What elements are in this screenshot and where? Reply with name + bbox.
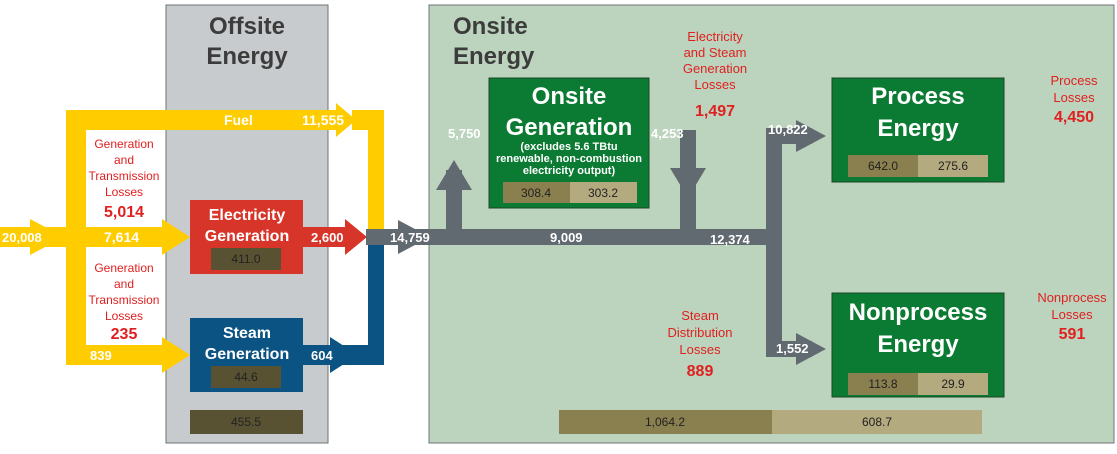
onsite-total-bar-1 <box>559 410 772 434</box>
process-value-1: 642.0 <box>868 159 898 173</box>
delivered-total-label: 12,374 <box>710 232 751 247</box>
nonprocess-flow-label: 1,552 <box>776 341 809 356</box>
process-feed-arrowhead <box>796 120 826 152</box>
onsite-gen-input-arrowhead <box>436 160 472 190</box>
fuel-to-electricity-body <box>66 227 166 247</box>
electricity-output-arrow <box>303 219 367 255</box>
nonprocess-value-2: 29.9 <box>941 377 965 391</box>
nonprocess-value-bar-2 <box>918 373 988 395</box>
process-flow-label: 10,822 <box>768 122 808 137</box>
bypass-label: 9,009 <box>550 230 583 245</box>
fuel-word-label: Fuel <box>224 112 253 128</box>
onsite-total-value-1: 1,064.2 <box>645 415 685 429</box>
fuel-flows <box>0 103 384 373</box>
steam-generation-value-bar <box>211 366 281 388</box>
onsite-main-body <box>366 229 766 245</box>
generation-losses-value: 1,497 <box>695 103 735 120</box>
input-stem <box>30 227 68 247</box>
fuel-top-arrowhead <box>336 103 356 137</box>
onsite-flows <box>366 120 826 365</box>
onsite-gen-input-label: 5,750 <box>448 126 481 141</box>
onsite-entry-arrowhead <box>398 220 430 254</box>
onsite-total-value-2: 608.7 <box>862 415 892 429</box>
distribution-vertical <box>766 132 782 357</box>
input-total-label: 20,008 <box>2 230 42 245</box>
onsite-gen-output-arrowhead <box>670 168 706 198</box>
steam-distribution-losses-value: 889 <box>687 363 714 380</box>
steam-losses-value: 235 <box>111 326 138 343</box>
nonprocess-value-bar-1 <box>848 373 918 395</box>
electricity-output-label: 2,600 <box>311 230 344 245</box>
onsite-total-flow-label: 14,759 <box>390 230 430 245</box>
electricity-losses-value: 5,014 <box>104 204 144 221</box>
offsite-total-bar <box>190 410 303 434</box>
electricity-generation-value: 411.0 <box>231 252 260 266</box>
onsite-generation-value-1: 308.4 <box>521 186 551 200</box>
process-losses-value: 4,450 <box>1054 109 1094 126</box>
onsite-total-bar-2 <box>772 410 982 434</box>
onsite-generation-value-bar-1 <box>503 182 570 203</box>
fuel-right-vertical <box>368 110 384 237</box>
steam-output-flow <box>303 240 384 373</box>
nonprocess-losses-value: 591 <box>1059 326 1086 343</box>
steam-generation-value: 44.6 <box>234 370 258 384</box>
onsite-gen-output-label: 4,253 <box>651 126 684 141</box>
offsite-total-value: 455.5 <box>231 415 261 429</box>
onsite-generation-value-2: 303.2 <box>588 186 618 200</box>
fuel-top-horizontal <box>66 110 338 130</box>
steam-output-label: 604 <box>311 348 333 363</box>
nonprocess-value-1: 113.8 <box>868 377 897 391</box>
process-value-2: 275.6 <box>938 159 968 173</box>
electricity-generation-value-bar <box>211 248 281 270</box>
fuel-to-steam-arrowhead <box>162 337 190 373</box>
onsite-generation-value-bar-2 <box>570 182 637 203</box>
process-value-bar-1 <box>848 155 918 177</box>
nonprocess-feed-arrowhead <box>796 333 826 365</box>
fuel-to-electricity-arrowhead <box>162 219 190 255</box>
electricity-input-label: 7,614 <box>104 229 139 245</box>
steam-right-vertical <box>368 240 384 365</box>
steam-input-label: 839 <box>90 348 112 363</box>
fuel-label: 11,555 <box>302 112 344 128</box>
process-value-bar-2 <box>918 155 988 177</box>
fuel-to-steam-body <box>66 345 166 365</box>
fuel-top-right-cap <box>352 110 384 130</box>
steam-output-arrowhead <box>330 337 358 373</box>
